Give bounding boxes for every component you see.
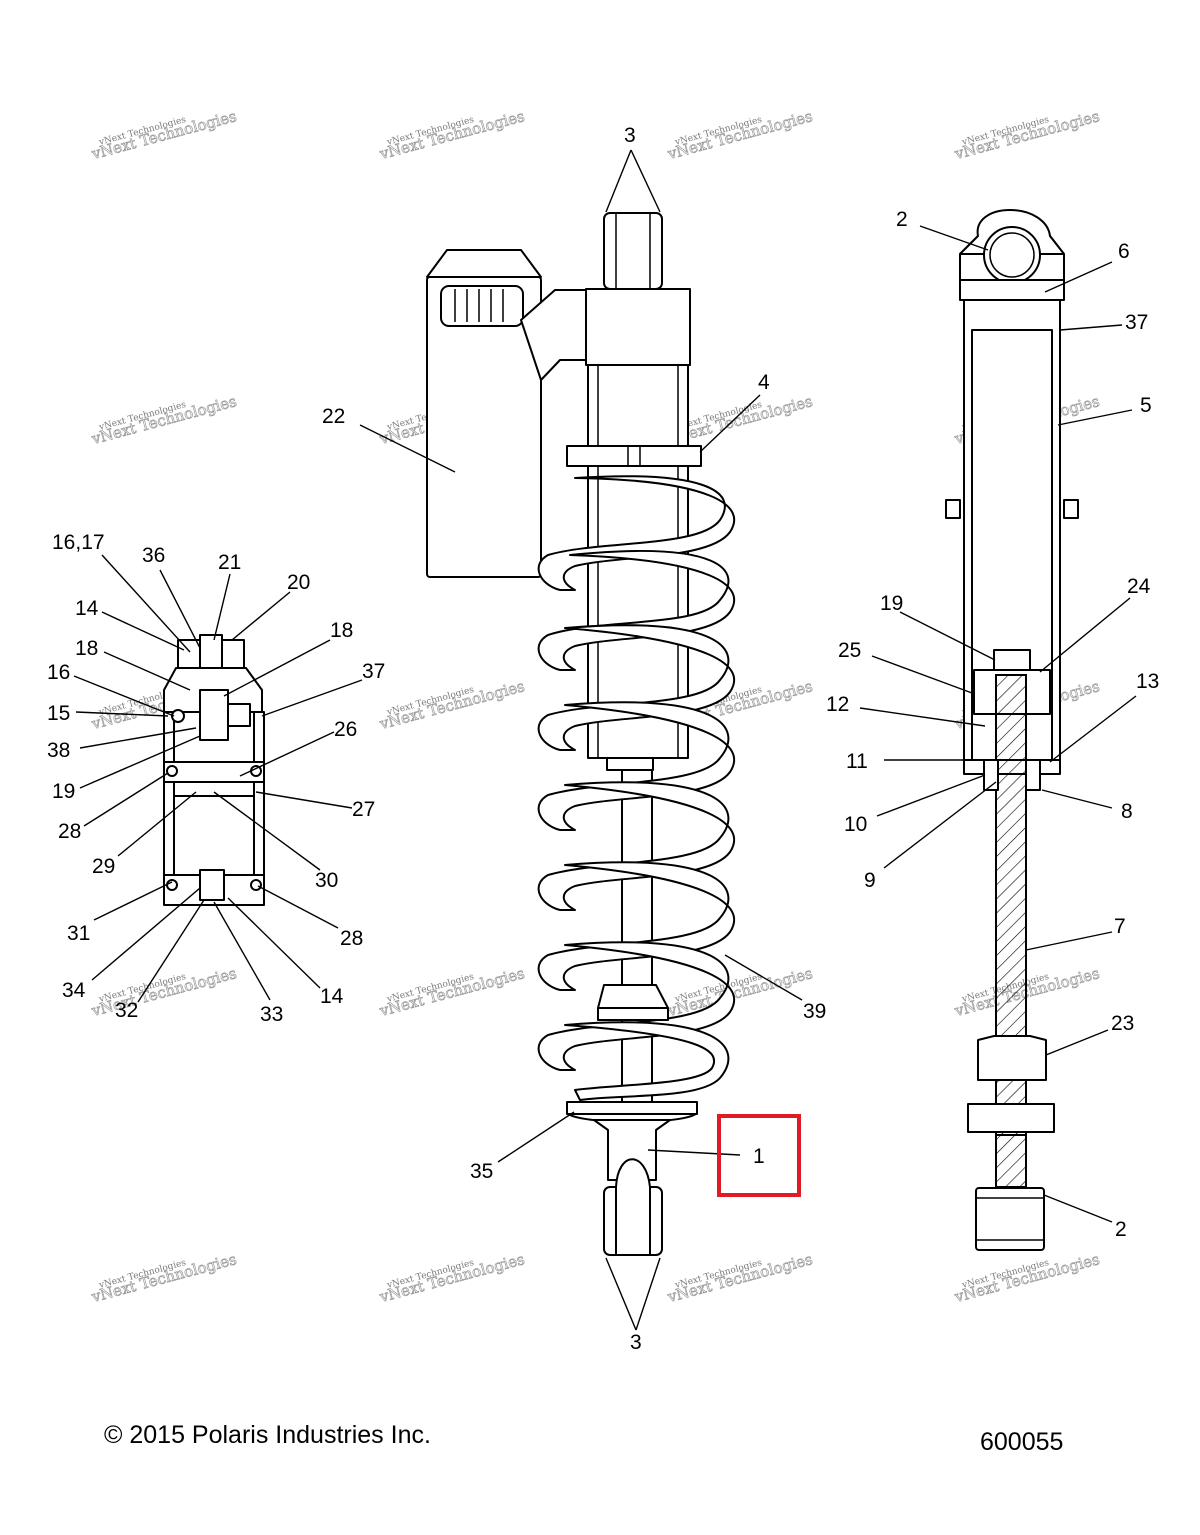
- callout-30: 30: [315, 869, 338, 892]
- callout-16-17: 16,17: [52, 531, 105, 554]
- body-cap: [585, 288, 691, 366]
- callout-29: 29: [92, 855, 115, 878]
- callout-18: 18: [75, 637, 98, 660]
- shaft: [621, 769, 653, 1106]
- callout-8: 8: [1121, 800, 1133, 823]
- callout-5: 5: [1140, 394, 1152, 417]
- callout-19: 19: [52, 780, 75, 803]
- callout-6: 6: [1118, 240, 1130, 263]
- callout-21: 21: [218, 551, 241, 574]
- leader-lines: [73, 149, 1137, 1331]
- callout-18: 18: [330, 619, 353, 642]
- callout-3: 3: [624, 124, 636, 147]
- callout-16: 16: [47, 661, 70, 684]
- top-bushing: [983, 226, 1041, 284]
- callout-15: 15: [47, 702, 70, 725]
- callout-14: 14: [320, 985, 344, 1008]
- callout-2: 2: [896, 208, 908, 231]
- callout-39: 39: [803, 1000, 826, 1023]
- callout-20: 20: [287, 571, 310, 594]
- callout-12: 12: [826, 693, 849, 716]
- preload-ring: [566, 445, 702, 467]
- copyright-text: © 2015 Polaris Industries Inc.: [104, 1421, 431, 1449]
- bumper: [977, 1035, 1047, 1081]
- callout-22: 22: [322, 405, 345, 428]
- callout-7: 7: [1114, 915, 1126, 938]
- callout-24: 24: [1127, 575, 1151, 598]
- callout-25: 25: [838, 639, 861, 662]
- lower-eyelet-neck: [593, 1119, 671, 1181]
- callout-27: 27: [352, 798, 375, 821]
- callout-4: 4: [758, 371, 770, 394]
- callout-highlight-box: [717, 1114, 801, 1197]
- callout-31: 31: [67, 922, 90, 945]
- callout-labels: 3 3 4 22 39 35 1 2 6 37 5 24 19 25 12 13…: [47, 124, 1159, 1354]
- callout-19: 19: [880, 592, 903, 615]
- callout-35: 35: [470, 1160, 493, 1183]
- callout-3: 3: [630, 1331, 642, 1354]
- callout-26: 26: [334, 718, 357, 741]
- callout-36: 36: [142, 544, 165, 567]
- callout-38: 38: [47, 739, 70, 762]
- reservoir-cross-section-view: [163, 634, 265, 906]
- callout-23: 23: [1111, 1012, 1134, 1035]
- bottom-out: [967, 1103, 1055, 1133]
- coil-spring: [537, 475, 736, 1101]
- callout-32: 32: [115, 999, 138, 1022]
- callout-10: 10: [844, 813, 867, 836]
- callout-37: 37: [1125, 311, 1148, 334]
- shaft-seal: [606, 757, 654, 771]
- callout-33: 33: [260, 1003, 283, 1026]
- reservoir-cap: [440, 285, 524, 327]
- bump-stop: [597, 984, 669, 1009]
- shock-assembly-view: [426, 212, 736, 1256]
- callout-37: 37: [362, 660, 385, 683]
- callout-13: 13: [1136, 670, 1159, 693]
- callout-28: 28: [58, 820, 81, 843]
- callout-1: 1: [753, 1145, 765, 1168]
- top-eyelet: [603, 212, 663, 290]
- callout-9: 9: [864, 869, 876, 892]
- lower-bushing: [975, 1187, 1045, 1251]
- callout-28: 28: [340, 927, 363, 950]
- shock-cross-section-view: [945, 209, 1079, 1251]
- callout-2: 2: [1115, 1218, 1127, 1241]
- callout-34: 34: [62, 979, 86, 1002]
- callout-14: 14: [75, 597, 99, 620]
- floating-piston: [173, 781, 255, 797]
- callout-11: 11: [846, 750, 868, 773]
- diagram-number: 600055: [980, 1428, 1063, 1456]
